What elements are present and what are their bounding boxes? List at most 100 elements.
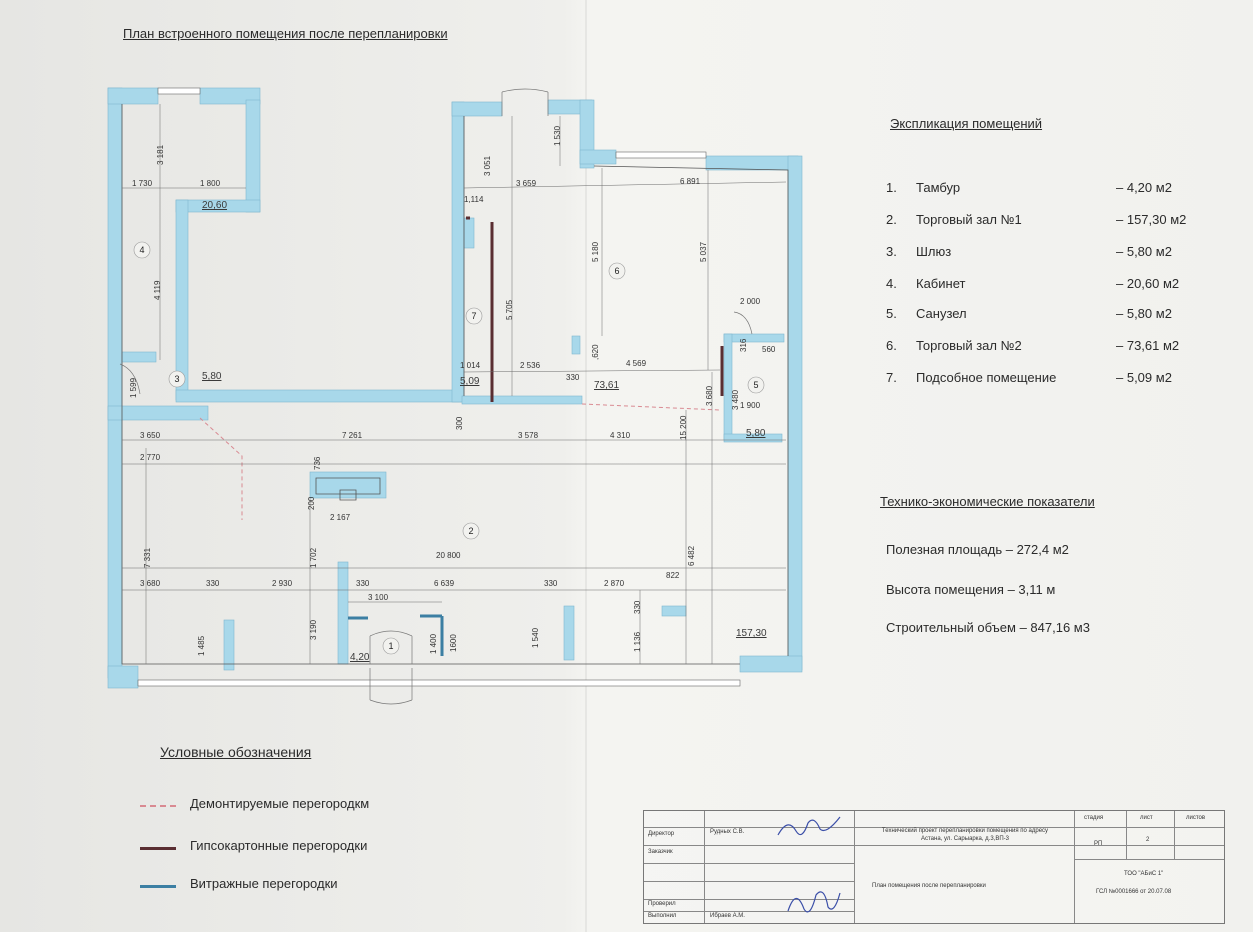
stamp-sheets-label: листов [1186, 815, 1206, 821]
room-number: 3 [174, 374, 179, 384]
explication-row-name: Торговый зал №1 [916, 212, 1022, 227]
doors [119, 88, 753, 705]
room-number: 5 [753, 380, 758, 390]
title-block: Директор Рудных С.В. Заказчик Проверил В… [643, 810, 1225, 924]
dimension-label: 316 [739, 338, 748, 352]
dimension-label: 330 [566, 373, 580, 382]
legend-glass-label: Витражные перегородки [190, 876, 338, 891]
room-area-label: 73,61 [594, 380, 619, 391]
legend-gypsum-swatch [140, 847, 176, 850]
explication-row-area: – 5,80 м2 [1116, 244, 1172, 259]
tech-useful-area: Полезная площадь – 272,4 м2 [886, 542, 1069, 557]
stamp-customer-label: Заказчик [648, 849, 673, 855]
dimension-label: 330 [206, 579, 220, 588]
room-area-label: 157,30 [736, 628, 767, 639]
dimension-label: 7 261 [342, 431, 363, 440]
explication-row-num: 3. [886, 244, 897, 259]
room-marker-circle [747, 376, 765, 394]
room-area-label: 5,80 [746, 428, 766, 439]
dimension-label: 1 136 [633, 631, 642, 652]
demolished-partitions [199, 403, 721, 520]
explication-row-area: – 4,20 м2 [1116, 180, 1172, 195]
dimension-label: 3 100 [368, 593, 389, 602]
explication-row: 4. Кабинет – 20,60 м2 [886, 276, 1206, 294]
dimension-label: 3 680 [140, 579, 161, 588]
legend-title: Условные обозначения [160, 744, 312, 760]
explication-row-name: Тамбур [916, 180, 961, 195]
dimension-label: 1 730 [132, 179, 153, 188]
dimension-label: 1 540 [531, 627, 540, 648]
room-marker-circle [465, 307, 483, 325]
dimension-label: 4 569 [626, 359, 647, 368]
room-number: 7 [471, 311, 476, 321]
performer-signature [787, 891, 841, 913]
explication-row-num: 7. [886, 370, 897, 385]
explication-row-num: 1. [886, 180, 897, 195]
explication-row: 1. Тамбур – 4,20 м2 [886, 180, 1206, 198]
room-marker-circle [133, 241, 151, 259]
dimension-label: 3 578 [518, 431, 539, 440]
explication-row-area: – 5,80 м2 [1116, 306, 1172, 321]
dimension-label: 3 190 [309, 619, 318, 640]
dimension-label: 5 705 [505, 299, 514, 320]
room-area-label: 4,20 [350, 652, 370, 663]
explication-row-area: – 20,60 м2 [1116, 276, 1180, 291]
dimension-label: 560 [762, 345, 776, 354]
dimension-label: 3 659 [516, 179, 537, 188]
stamp-drawing: План помещения после перепланировки [872, 883, 986, 889]
stamp-performer-name: Ибраев А.М. [710, 913, 745, 919]
stamp-stage-label: стадия [1084, 815, 1104, 821]
dimension-label: 1 702 [309, 547, 318, 568]
dimension-label: 1 485 [197, 635, 206, 656]
dimension-label: 3 051 [483, 155, 492, 176]
explication-row-num: 5. [886, 306, 897, 321]
explication-row-name: Подсобное помещение [916, 370, 1057, 385]
stamp-performed-label: Выполнил [648, 913, 677, 919]
dimension-label: 3 650 [140, 431, 161, 440]
dimension-label: 2 536 [520, 361, 541, 370]
dimension-label: 200 [307, 496, 316, 510]
explication-row: 5.Санузел– 5,80 м2 [886, 306, 1206, 324]
director-signature [777, 816, 841, 836]
dimension-label: 1 599 [129, 377, 138, 398]
explication-row: 2.Торговый зал №1– 157,30 м2 [886, 212, 1206, 230]
dimension-label: 2 000 [740, 297, 761, 306]
stamp-director-name: Рудных С.В. [710, 829, 745, 835]
room-number: 4 [139, 245, 144, 255]
room-number: 6 [614, 266, 619, 276]
paper-fold [585, 0, 587, 932]
dimension-label: 1600 [449, 634, 458, 652]
dimension-label: 1 400 [429, 633, 438, 654]
explication-row-name: Кабинет [916, 276, 966, 291]
stamp-company: ТОО "АБиС 1" [1124, 871, 1164, 877]
explication-row: 6.Торговый зал №2– 73,61 м2 [886, 338, 1206, 356]
stamp-sheet: 2 [1146, 837, 1150, 843]
room-marker-circle [168, 370, 186, 388]
legend-glass-swatch [140, 885, 176, 888]
tech-title: Технико-экономические показатели [880, 494, 1095, 509]
dimension-label: 1 530 [553, 125, 562, 146]
tech-height: Высота помещения – 3,11 м [886, 582, 1056, 597]
dimension-label: 4 310 [610, 431, 631, 440]
dimension-label: 2 930 [272, 579, 293, 588]
room-area-label: 5,09 [460, 376, 480, 387]
dimension-label: 330 [633, 600, 642, 614]
dimension-label: ,620 [591, 344, 600, 360]
windows [137, 87, 741, 687]
legend-demolished-label: Демонтируемые перегородкм [190, 796, 370, 811]
dimension-label: 20 800 [436, 551, 461, 560]
legend-gypsum-label: Гипсокартонные перегородки [190, 838, 368, 853]
explication-row-num: 4. [886, 276, 897, 291]
room-marker-circle [382, 637, 400, 655]
dimension-label: 822 [666, 571, 680, 580]
stamp-project: Технический проект перепланировки помеще… [881, 828, 1049, 842]
dimension-label: 1 014 [460, 361, 481, 370]
explication-row-num: 6. [886, 338, 897, 353]
dimension-label: 2 870 [604, 579, 625, 588]
dimension-label: 736 [313, 456, 322, 470]
explication-row-name: Торговый зал №2 [916, 338, 1022, 353]
room-area-label: 20,60 [202, 200, 227, 211]
